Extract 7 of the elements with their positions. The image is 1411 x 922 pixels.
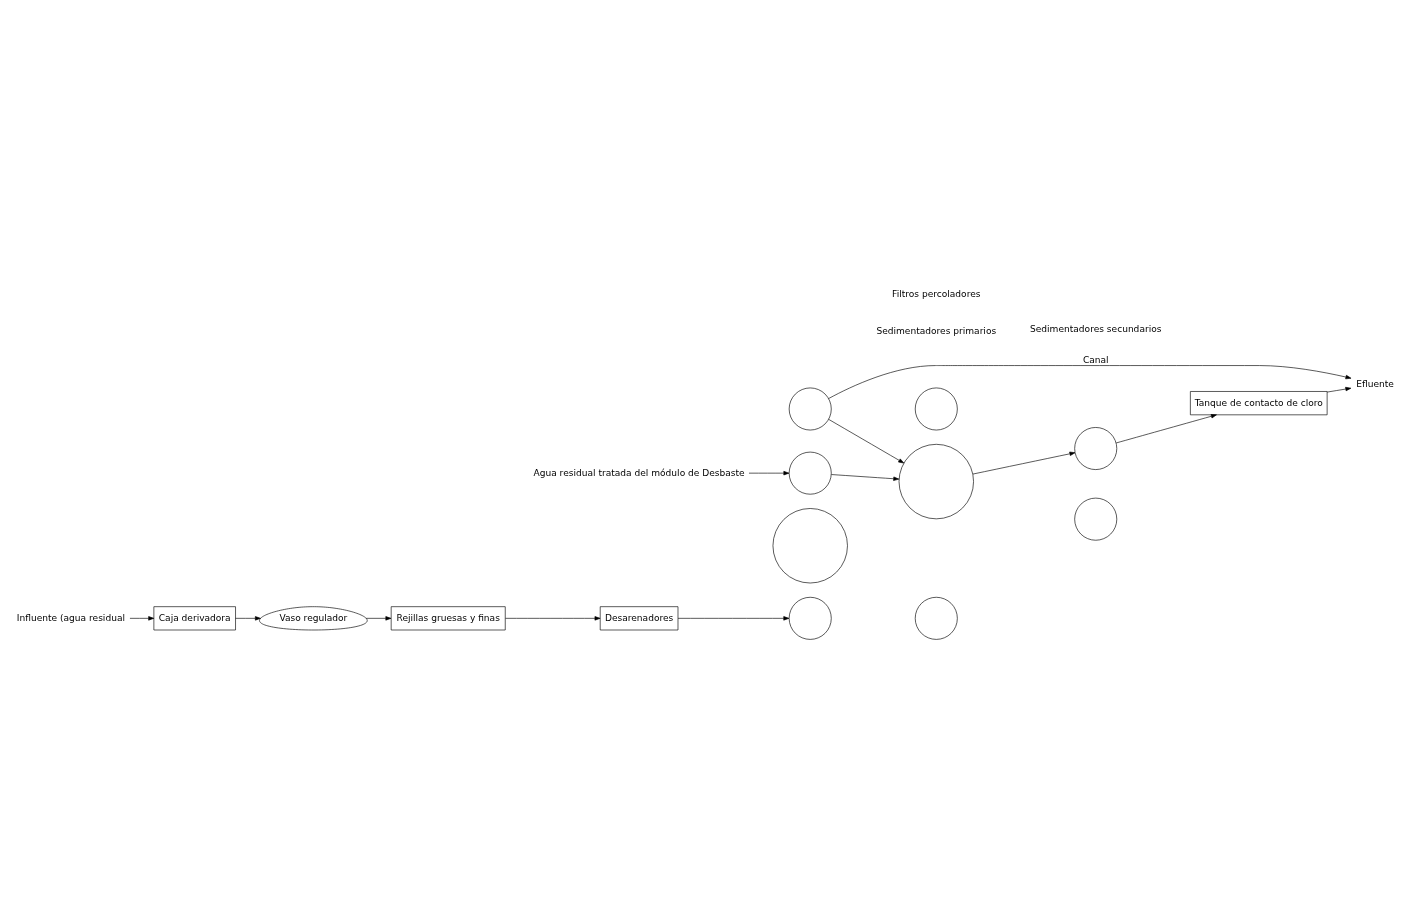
label: Sedimentadores secundarios: [1030, 324, 1162, 335]
edge-label: Canal: [1082, 355, 1109, 366]
node-text: Agua residual tratada del módulo de Desbaste: [533, 467, 745, 478]
label: Sedimentadores primarios: [876, 326, 997, 337]
node-text: Efluente: [1356, 378, 1394, 389]
label: Filtros percoladores: [892, 288, 981, 299]
node-text: Influente (agua residual: [16, 612, 125, 623]
